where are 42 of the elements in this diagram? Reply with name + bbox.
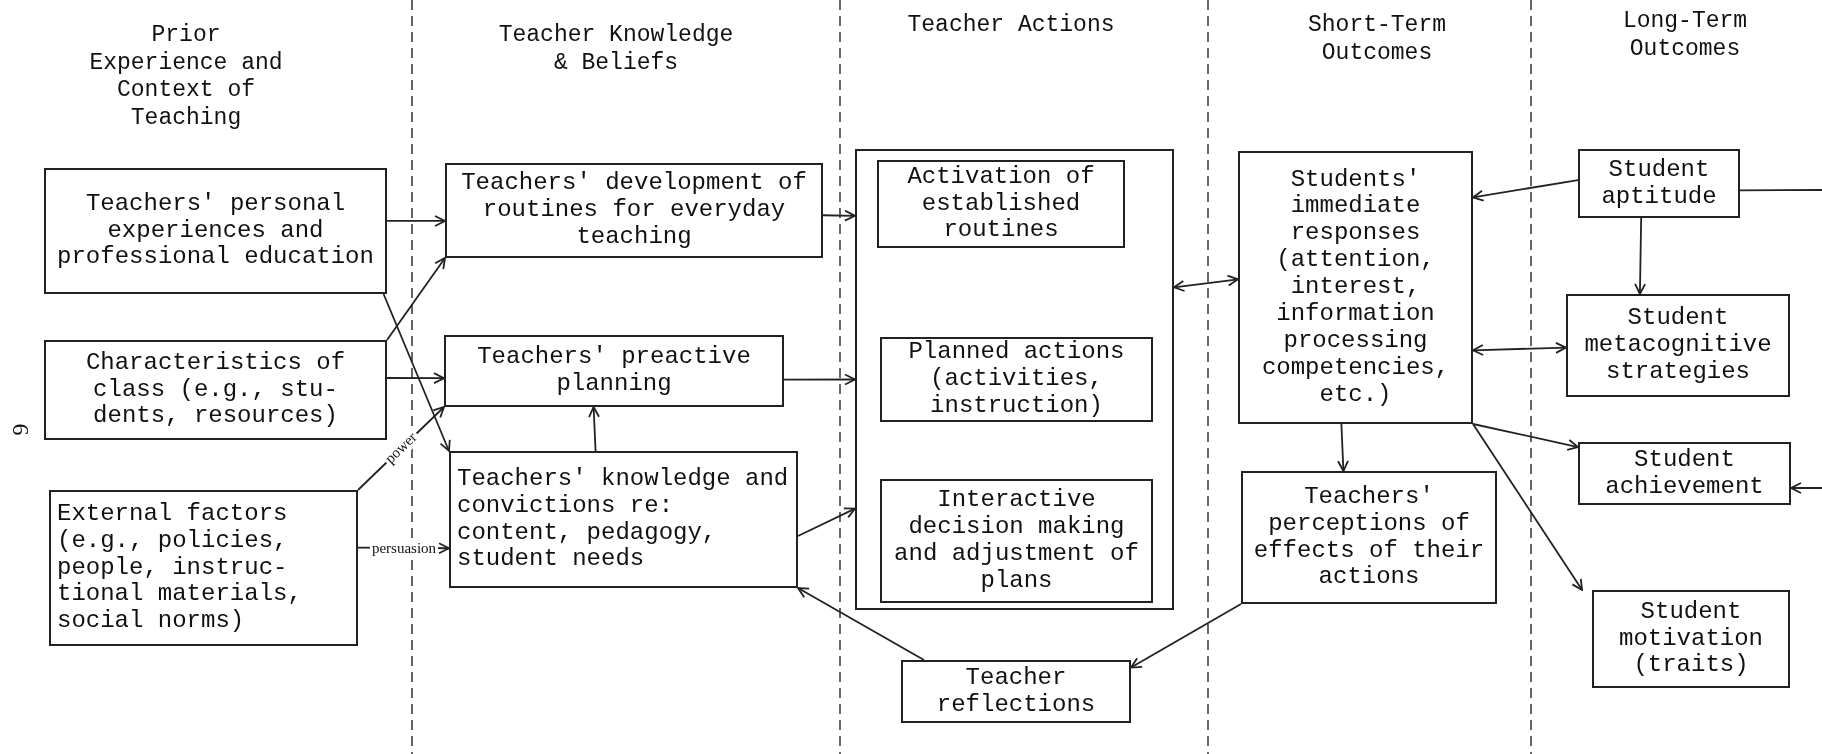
- process-box: External factors (e.g., policies, people, instruc- tional materials, social norms): [49, 490, 358, 646]
- arrow: [822, 209, 856, 222]
- column-header: Prior Experience and Context of Teaching: [89, 22, 283, 133]
- group-box: [855, 149, 1174, 610]
- page-number: 6: [6, 423, 34, 436]
- arrow: [783, 373, 856, 386]
- arrow: [386, 215, 446, 227]
- process-box: Interactive decision making and adjustment of plans: [880, 479, 1153, 603]
- process-box: Teacher reflections: [901, 660, 1131, 723]
- arrow: [588, 406, 600, 452]
- process-box: Student metacognitive strategies: [1566, 294, 1790, 397]
- column-header: Long-Term Outcomes: [1621, 8, 1749, 64]
- column-header: Short-Term Outcomes: [1307, 12, 1447, 68]
- arrow: [1130, 603, 1242, 669]
- arrow: [1472, 341, 1567, 356]
- arrow: [1337, 423, 1349, 472]
- process-box: Student achievement: [1578, 442, 1791, 505]
- process-box: Teachers' preactive planning: [444, 335, 784, 407]
- connector-line: [1739, 189, 1822, 192]
- arrow: [1472, 179, 1579, 202]
- arrow: [1634, 217, 1646, 295]
- process-box: Student aptitude: [1578, 149, 1740, 218]
- process-box: Characteristics of class (e.g., stu- dents, resources): [44, 340, 387, 440]
- arrow: [797, 507, 856, 537]
- process-box: Activation of established routines: [877, 160, 1125, 248]
- arrow: [1790, 482, 1822, 494]
- process-box: Teachers' perceptions of effects of their actions: [1241, 471, 1497, 604]
- process-box: Students' immediate responses (attention, interest, information processing competencies, etc.): [1238, 151, 1473, 424]
- arrow: [386, 372, 445, 385]
- process-box: Planned actions (activities, instruction): [880, 337, 1153, 422]
- column-header: Teacher Actions: [906, 12, 1116, 40]
- process-box: Student motivation (traits): [1592, 590, 1790, 688]
- arrow: [386, 257, 446, 341]
- process-box: Teachers' knowledge and convictions re: content, pedagogy, student needs: [449, 451, 798, 588]
- arrow: [1472, 423, 1579, 451]
- process-box: Teachers' personal experiences and professional education: [44, 168, 387, 294]
- arrow: [1472, 423, 1583, 591]
- arrow: [797, 587, 925, 661]
- arrow: [1173, 274, 1239, 292]
- arrow: [382, 293, 451, 452]
- process-box: Teachers' development of routines for everyday teaching: [445, 163, 823, 258]
- column-header: Teacher Knowledge & Beliefs: [497, 22, 735, 78]
